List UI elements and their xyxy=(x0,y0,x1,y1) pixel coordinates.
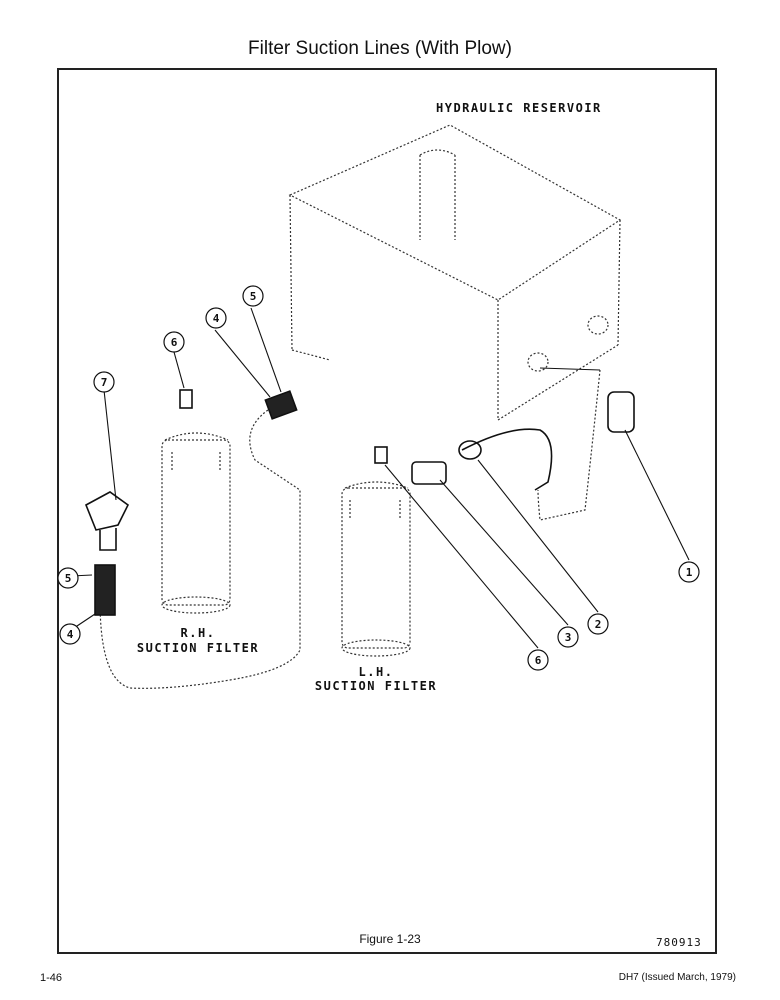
page-number: 1-46 xyxy=(40,972,63,984)
drawing-number: 780913 xyxy=(656,936,702,949)
callout-5-top: 5 xyxy=(250,290,257,303)
callout-6-top: 6 xyxy=(171,336,178,349)
callout-1: 1 xyxy=(686,566,693,579)
callout-circle-5b xyxy=(57,567,79,589)
callout-circle-2 xyxy=(587,613,609,635)
rh-filter-label-1: R.H. xyxy=(181,626,216,640)
plug-6-lh xyxy=(374,446,388,464)
callout-7: 7 xyxy=(101,376,108,389)
callout-circle-7 xyxy=(93,371,115,393)
fitting-7 xyxy=(84,491,130,551)
callout-5-left: 5 xyxy=(65,572,72,585)
callout-2: 2 xyxy=(595,618,602,631)
callout-3: 3 xyxy=(565,631,572,644)
reservoir-label: HYDRAULIC RESERVOIR xyxy=(436,101,602,115)
leader-lines xyxy=(70,307,690,649)
diagram-frame xyxy=(57,68,717,954)
document-reference: DH7 (Issued March, 1979) xyxy=(618,972,736,983)
callout-circle-1 xyxy=(678,561,700,583)
callout-circle-6a xyxy=(163,331,185,353)
suction-tube xyxy=(461,428,553,491)
lh-filter-label-2: SUCTION FILTER xyxy=(315,679,437,693)
callout-circle-5a xyxy=(242,285,264,307)
callout-circle-4a xyxy=(205,307,227,329)
hose-4-left xyxy=(94,564,116,616)
page-title: Filter Suction Lines (With Plow) xyxy=(248,38,512,59)
tee-fitting-1 xyxy=(607,391,635,433)
lh-suction-filter xyxy=(341,481,411,657)
callout-4-top: 4 xyxy=(213,312,220,325)
nut-2 xyxy=(458,440,482,460)
callout-4-left: 4 xyxy=(67,628,74,641)
tank-hose-to-lh xyxy=(537,369,601,521)
hydraulic-reservoir xyxy=(288,124,622,421)
lh-filter-label-1: L.H. xyxy=(359,665,394,679)
callout-circle-6b xyxy=(527,649,549,671)
callout-circle-3 xyxy=(557,626,579,648)
callout-6-bottom: 6 xyxy=(535,654,542,667)
rh-suction-filter xyxy=(161,432,231,614)
hose-4-top xyxy=(264,390,298,420)
adapter-3 xyxy=(411,461,447,485)
plug-6-rh xyxy=(179,389,193,409)
callout-circle-4b xyxy=(59,623,81,645)
rh-filter-label-2: SUCTION FILTER xyxy=(137,641,259,655)
figure-caption: Figure 1-23 xyxy=(359,932,421,946)
rh-suction-hose xyxy=(99,409,301,689)
